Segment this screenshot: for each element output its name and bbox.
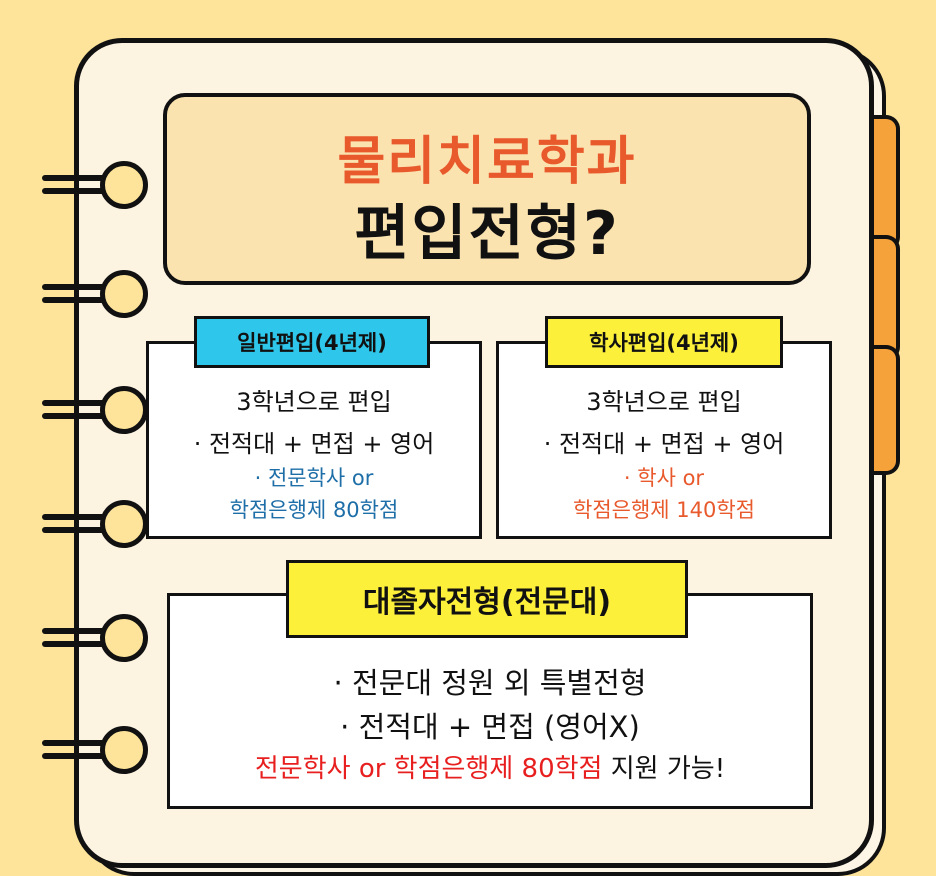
general-requirements-text: · 전적대 + 면접 + 영어 (193, 430, 435, 458)
bachelor-transfer-tag: 학사편입(4년제) (545, 316, 783, 368)
graduate-eligibility-rest: 지원 가능! (602, 754, 726, 784)
title-question: 편입전형? (354, 199, 620, 269)
spiral-ring-icon (42, 161, 152, 209)
graduate-quota-text: · 전문대 정원 외 특별전형 (333, 666, 647, 700)
title-box: 물리치료학과 편입전형? (163, 93, 811, 285)
spiral-ring-icon (42, 500, 152, 548)
general-credit-text: 학점은행제 80학점 (229, 498, 399, 522)
general-transfer-tag: 일반편입(4년제) (194, 316, 430, 368)
bachelor-credit-text: 학점은행제 140학점 (573, 498, 755, 522)
title-department: 물리치료학과 (337, 132, 637, 192)
spiral-ring-icon (42, 270, 152, 318)
bachelor-transfer-card: 3학년으로 편입 · 전적대 + 면접 + 영어 · 학사 or 학점은행제 1… (496, 341, 832, 539)
general-grade-text: 3학년으로 편입 (236, 388, 392, 416)
graduate-admission-tag: 대졸자전형(전문대) (286, 560, 688, 638)
graduate-requirements-text: · 전적대 + 면접 (영어X) (340, 710, 640, 744)
bachelor-qualification-text: · 학사 or (623, 466, 705, 490)
general-qualification-text: · 전문학사 or (254, 466, 374, 490)
general-transfer-card: 3학년으로 편입 · 전적대 + 면접 + 영어 · 전문학사 or 학점은행제… (146, 341, 482, 539)
bachelor-requirements-text: · 전적대 + 면접 + 영어 (543, 430, 785, 458)
graduate-eligibility-text: 전문학사 or 학점은행제 80학점 지원 가능! (170, 748, 810, 785)
spiral-ring-icon (42, 726, 152, 774)
bachelor-grade-text: 3학년으로 편입 (586, 388, 742, 416)
spiral-ring-icon (42, 614, 152, 662)
spiral-ring-icon (42, 386, 152, 434)
graduate-eligibility-highlight: 전문학사 or 학점은행제 80학점 (254, 754, 603, 784)
